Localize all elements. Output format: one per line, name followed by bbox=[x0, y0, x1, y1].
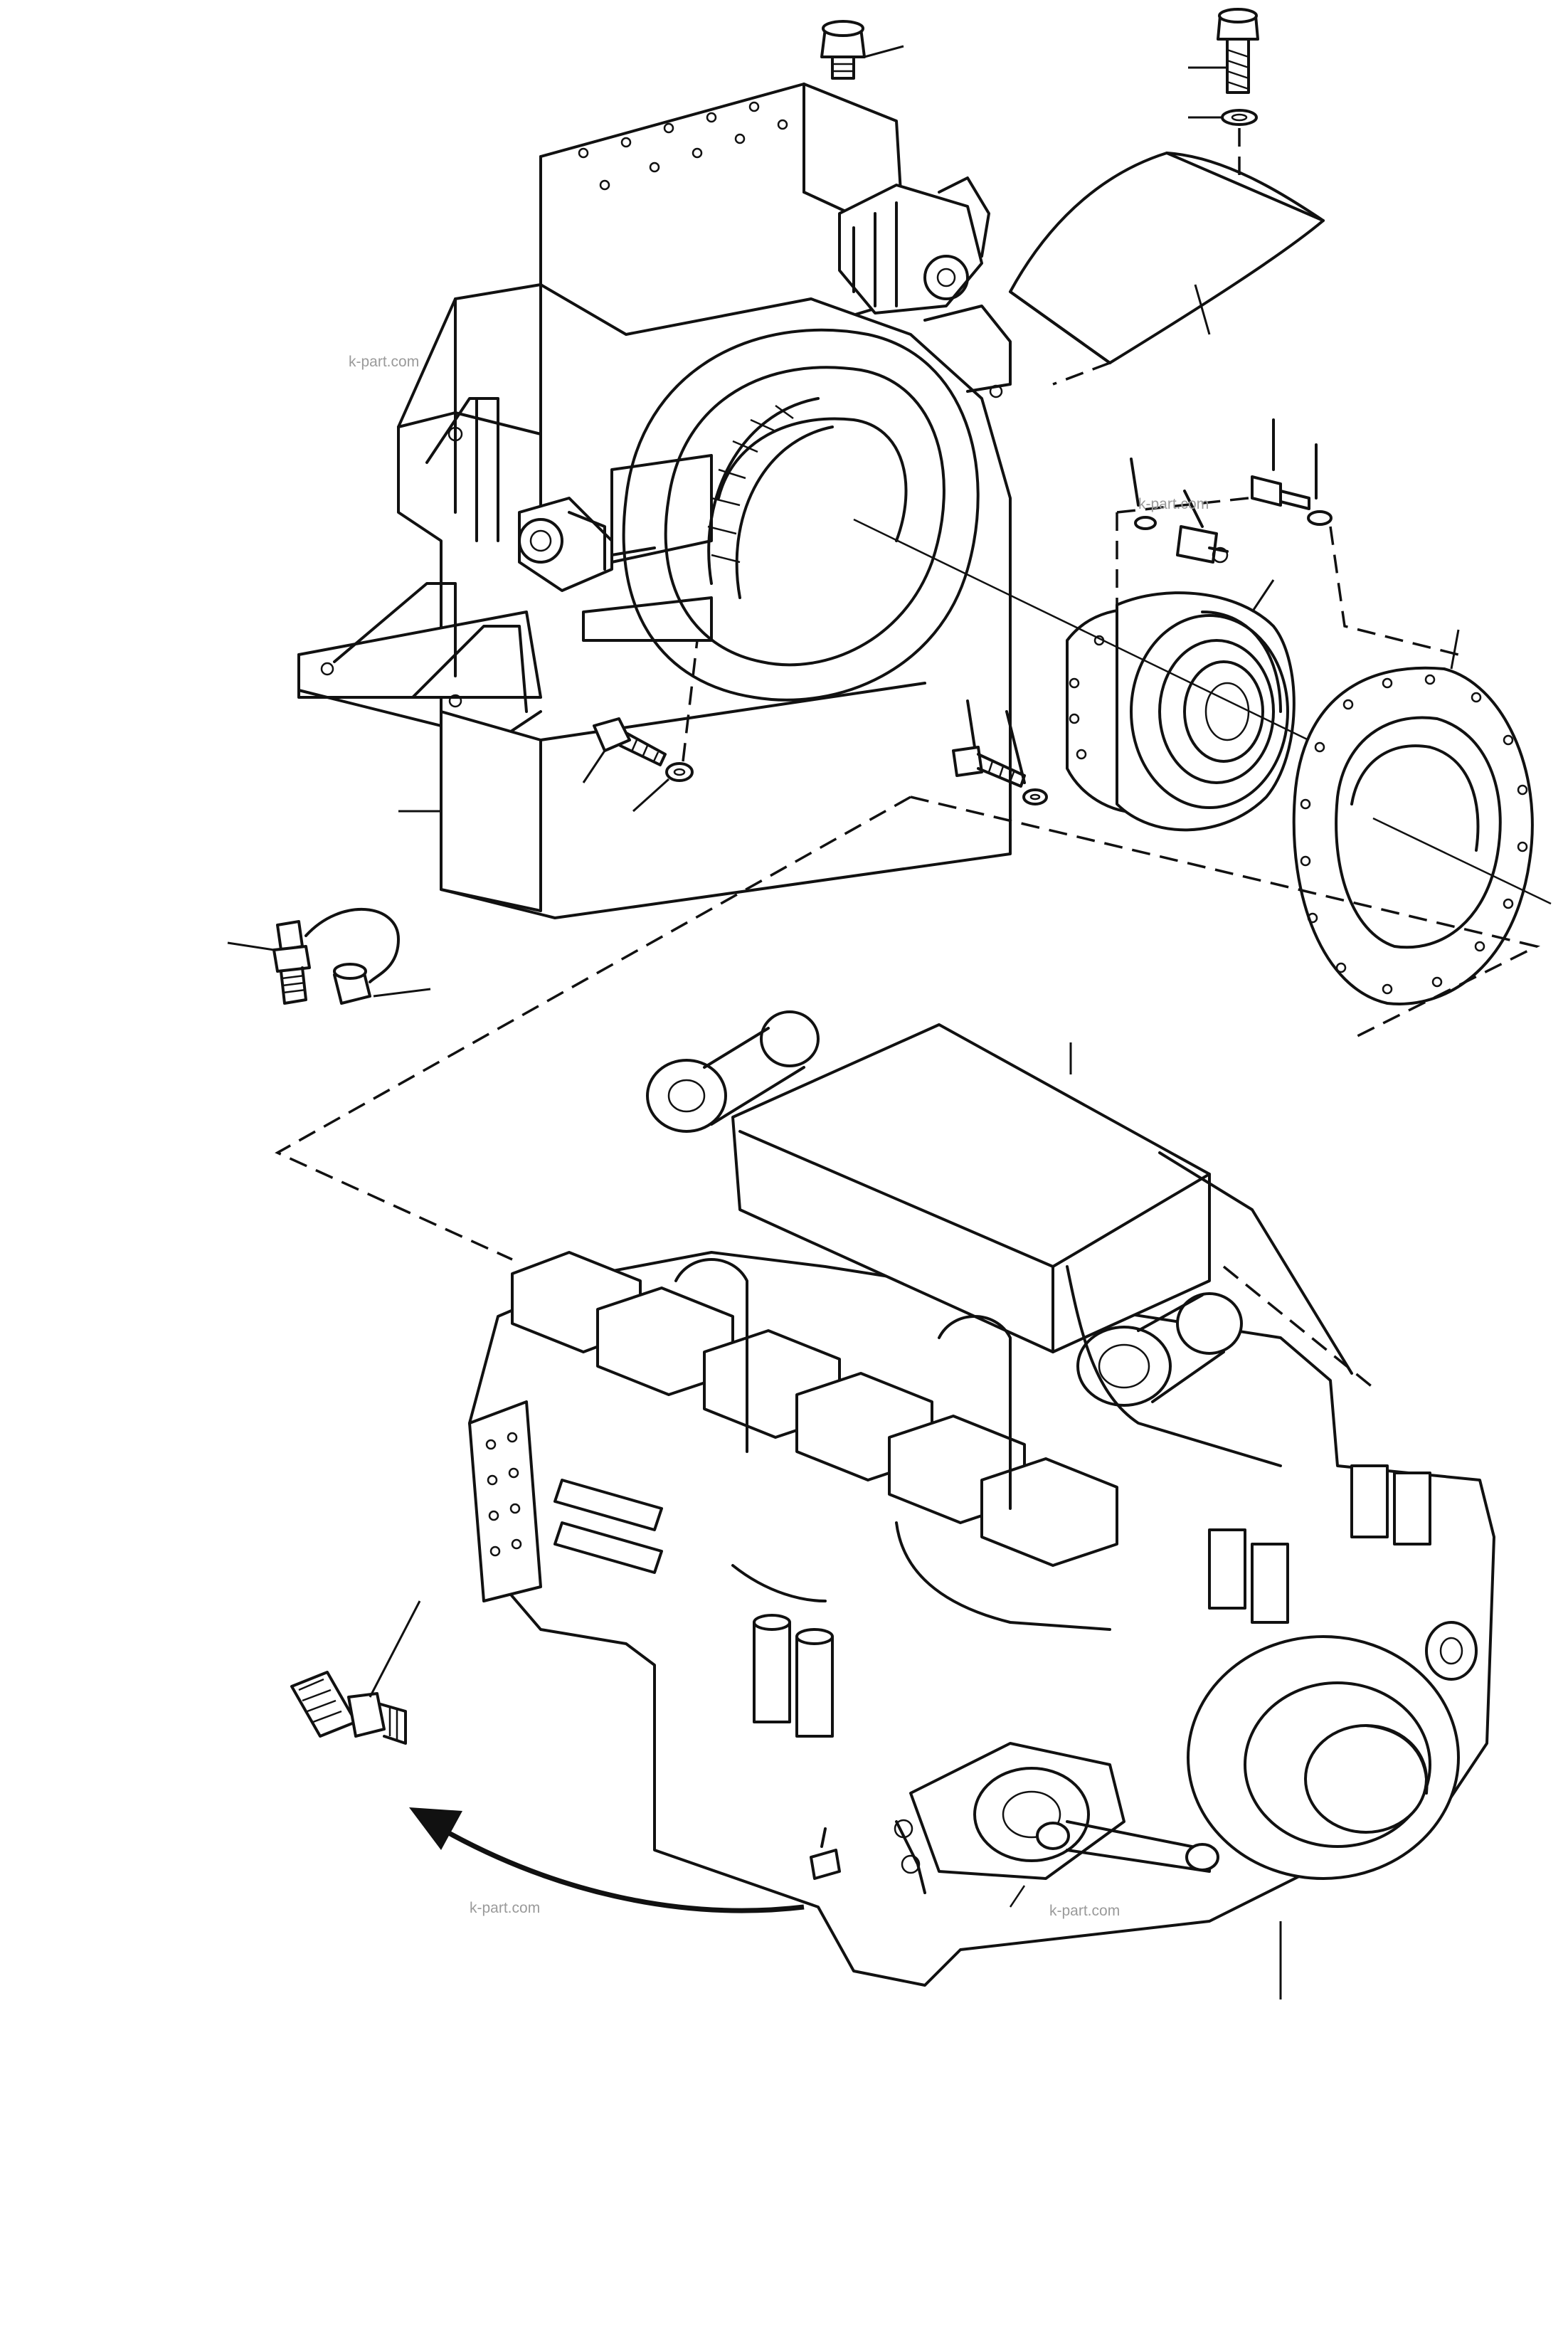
flange-bolt-holes bbox=[1300, 674, 1528, 995]
leader-cover-plate bbox=[1194, 284, 1211, 335]
rocker-covers bbox=[511, 1251, 1118, 1567]
leader-test-fitting bbox=[227, 941, 275, 951]
fuel-filters bbox=[753, 1464, 1431, 1738]
vent-plug bbox=[820, 20, 866, 80]
flange-bolt-set-1 bbox=[1130, 458, 1229, 564]
engine-front-plate-holes bbox=[485, 1432, 522, 1557]
leader-dust-cap bbox=[373, 988, 431, 998]
leader-coupling bbox=[1251, 579, 1275, 613]
fitting-dust-cap bbox=[333, 963, 371, 1005]
leader-housing-bolt bbox=[582, 750, 606, 783]
coupling-washer bbox=[1005, 710, 1048, 805]
engine-flywheel-pulley bbox=[1187, 1621, 1478, 1880]
cover-bolt bbox=[1217, 8, 1259, 94]
input-coupling-hub bbox=[1066, 591, 1296, 832]
curved-cover-plate bbox=[1009, 152, 1325, 364]
bore-spline-ring bbox=[707, 397, 834, 599]
watermark-3: k-part.com bbox=[470, 1900, 540, 1916]
housing-bolt-washer bbox=[665, 762, 694, 782]
flange-bolt-set-2 bbox=[1251, 418, 1333, 526]
housing-top-bolt-holes bbox=[578, 101, 788, 191]
watermark-2: k-part.com bbox=[1138, 496, 1209, 512]
watermark-1: k-part.com bbox=[349, 354, 419, 370]
temperature-sensor bbox=[290, 1671, 407, 1745]
engine-turbo-right bbox=[1076, 1292, 1243, 1407]
leader-housing-washer bbox=[632, 778, 670, 813]
watermark-4: k-part.com bbox=[1049, 1903, 1120, 1919]
assembly-boundary-dashed bbox=[275, 796, 1541, 1261]
leader-adapter-flange bbox=[1450, 629, 1460, 670]
engine-turbo-left bbox=[646, 1010, 820, 1133]
drain-plug-small bbox=[810, 1827, 841, 1880]
diesel-engine bbox=[468, 1010, 1495, 1987]
adapter-flange bbox=[1292, 666, 1534, 1005]
housing-side-valve bbox=[518, 497, 656, 592]
pressure-test-fitting bbox=[272, 907, 400, 1005]
engine-alternator bbox=[909, 1742, 1219, 1880]
leader-vent-plug bbox=[864, 45, 904, 58]
housing-top-pump bbox=[838, 176, 1012, 398]
housing-bolt bbox=[593, 717, 667, 766]
gearbox-housing bbox=[297, 83, 1012, 919]
cover-bolt-washer bbox=[1221, 109, 1258, 126]
relocation-arrow bbox=[409, 1807, 805, 1913]
leader-temperature-sensor bbox=[369, 1600, 421, 1698]
